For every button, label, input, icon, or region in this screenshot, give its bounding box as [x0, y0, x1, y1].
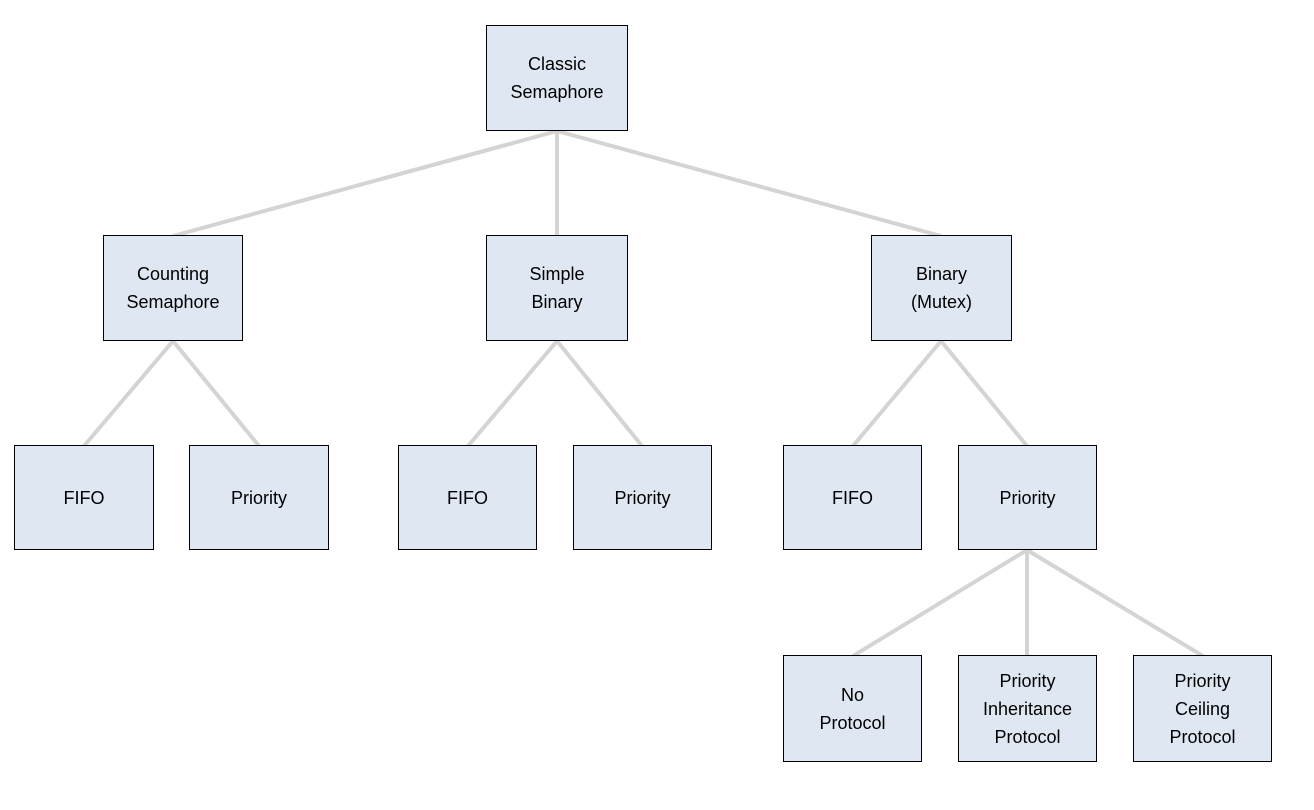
connector-priority-to-ceiling	[1025, 548, 1205, 658]
node-classic-semaphore: Classic Semaphore	[486, 25, 628, 131]
node-counting-priority-label: Priority	[230, 487, 287, 508]
node-simple-priority-label: Priority	[614, 487, 671, 508]
node-counting-semaphore: Counting Semaphore	[103, 235, 243, 341]
node-simple-fifo-label: FIFO	[447, 487, 488, 508]
connector-priority-to-no-protocol	[851, 548, 1029, 658]
node-simple-priority: Priority	[573, 445, 712, 550]
node-counting-priority: Priority	[189, 445, 329, 550]
connector-binary-to-priority	[939, 339, 1029, 448]
node-simple-binary-label: Simple Binary	[529, 264, 585, 312]
connector-classic-to-counting	[172, 129, 558, 238]
node-binary-priority-label: Priority	[999, 487, 1056, 508]
node-no-protocol: No Protocol	[783, 655, 922, 762]
node-priority-inheritance-protocol-label: Priority Inheritance Protocol	[982, 670, 1073, 747]
node-priority-inheritance-protocol: Priority Inheritance Protocol	[958, 655, 1097, 762]
node-binary-mutex: Binary (Mutex)	[871, 235, 1012, 341]
node-classic-semaphore-label: Classic Semaphore	[510, 54, 604, 102]
node-counting-fifo-label: FIFO	[63, 487, 105, 508]
connector-counting-to-fifo	[82, 339, 175, 448]
connector-simple-to-priority	[555, 339, 644, 448]
node-binary-fifo-label: FIFO	[832, 487, 873, 508]
node-binary-fifo: FIFO	[783, 445, 922, 550]
node-binary-priority: Priority	[958, 445, 1097, 550]
node-priority-ceiling-protocol: Priority Ceiling Protocol	[1133, 655, 1272, 762]
connector-classic-to-binary	[556, 129, 942, 238]
node-counting-semaphore-label: Counting Semaphore	[126, 264, 220, 312]
connector-counting-to-priority	[171, 339, 261, 448]
connector-binary-to-fifo	[851, 339, 943, 448]
node-counting-fifo: FIFO	[14, 445, 154, 550]
node-binary-mutex-label: Binary (Mutex)	[910, 264, 972, 312]
node-simple-fifo: FIFO	[398, 445, 537, 550]
node-simple-binary: Simple Binary	[486, 235, 628, 341]
node-priority-ceiling-protocol-label: Priority Ceiling Protocol	[1169, 670, 1236, 747]
node-no-protocol-label: No Protocol	[819, 684, 886, 733]
connector-simple-to-fifo	[466, 339, 559, 448]
